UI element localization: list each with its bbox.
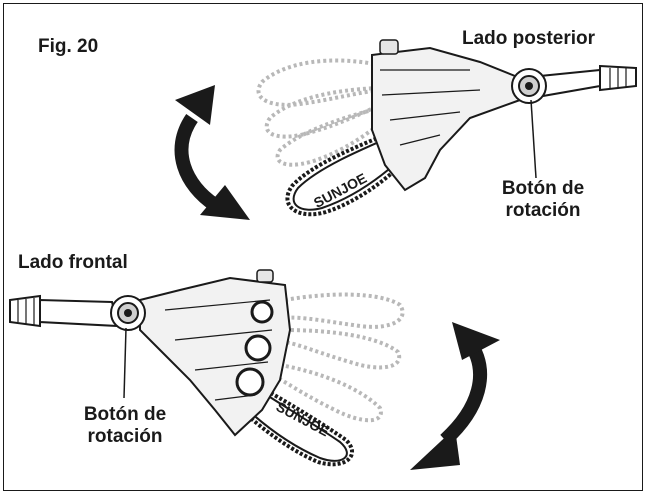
front-gear-1 xyxy=(250,300,274,324)
front-oil-cap xyxy=(256,269,274,283)
curved-double-arrow-icon xyxy=(174,85,250,220)
rear-button-label-line1: Botón de xyxy=(501,178,585,199)
front-pole-end xyxy=(9,294,41,328)
ghost-chain-positions-bottom xyxy=(276,292,405,423)
front-button-label-line1: Botón de xyxy=(83,404,167,425)
front-chainsaw-assembly: SUNJOE xyxy=(9,269,405,467)
rear-leader-line xyxy=(530,99,537,179)
figure-label: Fig. 20 xyxy=(38,36,99,57)
ghost-chain-positions xyxy=(256,58,384,167)
rear-button-label-line2: rotación xyxy=(505,200,581,221)
front-leader-line xyxy=(123,327,127,399)
curved-double-arrow-icon xyxy=(410,322,500,470)
front-gear-3 xyxy=(235,367,265,397)
rear-chain xyxy=(285,129,408,217)
rear-housing xyxy=(371,46,521,192)
rear-button-label: Botón de rotación xyxy=(488,178,598,222)
front-side-label: Lado frontal xyxy=(18,252,128,273)
front-gear-2 xyxy=(244,334,272,362)
rear-chainsaw-assembly: SUNJOE xyxy=(256,39,637,217)
front-guide-bar xyxy=(248,390,348,462)
front-button-label-line2: rotación xyxy=(87,426,163,447)
rear-side-label: Lado posterior xyxy=(462,28,596,49)
front-button-label: Botón de rotación xyxy=(70,404,180,448)
front-pole xyxy=(39,298,120,328)
rear-guide-bar xyxy=(292,133,404,211)
rear-oil-cap xyxy=(379,39,399,55)
front-chain xyxy=(244,386,354,467)
